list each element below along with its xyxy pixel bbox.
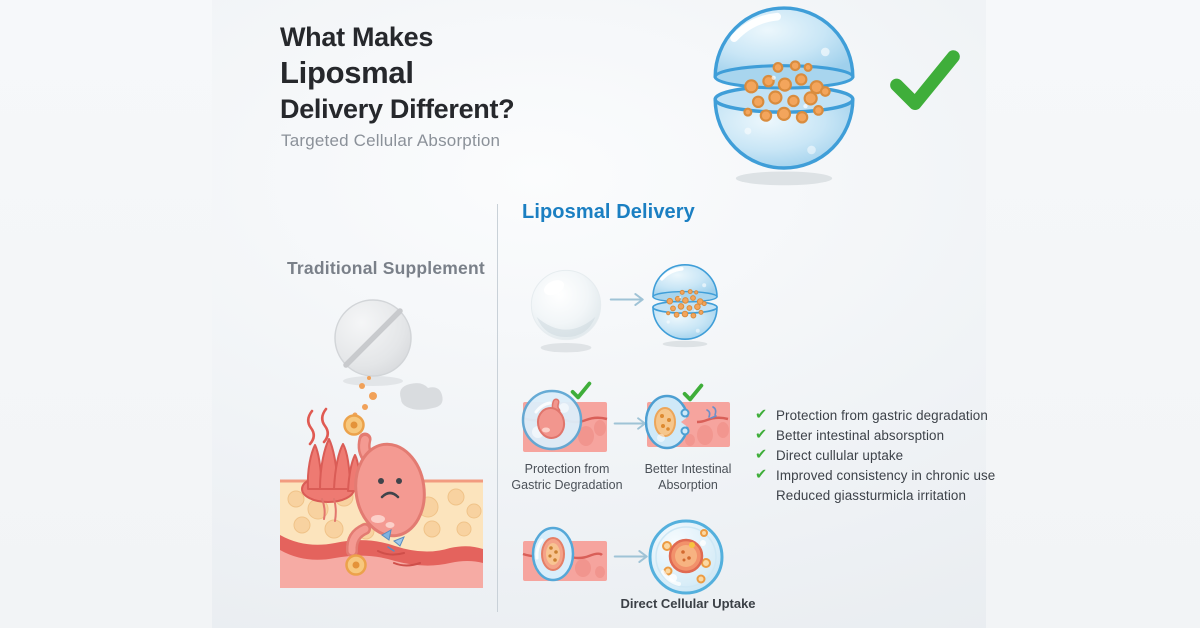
liposomal-heading: Liposmal Delivery <box>522 201 695 223</box>
check-icon <box>570 381 592 401</box>
benefit-label: Improved consistency in chronic use <box>776 467 996 483</box>
benefit-item: ✔ Direct cullular uptake <box>755 445 990 465</box>
traditional-supplement-illustration <box>280 299 483 588</box>
hero-liposome-illustration <box>698 2 870 187</box>
cellular-uptake-figure <box>522 526 607 582</box>
section-divider <box>497 204 498 612</box>
check-icon: ✔ <box>755 407 768 423</box>
check-icon: ✔ <box>755 427 768 443</box>
title-line-2: Liposmal <box>280 55 414 90</box>
benefit-item: ✔ Improved consistency in chronic use <box>755 465 995 485</box>
cell-illustration <box>648 519 724 595</box>
check-icon: ✔ <box>755 447 768 463</box>
title-line-1: What Makes <box>280 22 434 52</box>
intestinal-absorption-figure <box>645 394 730 450</box>
check-icon <box>888 48 962 116</box>
page-subtitle: Targeted Cellular Absorption <box>281 131 501 150</box>
benefit-item: ✔ Reduced giassturmicla irritation <box>755 485 990 505</box>
page-title: What Makes Liposmal Delivery Different? <box>280 20 515 126</box>
plain-sphere-illustration <box>526 265 606 353</box>
benefit-label: Direct cullular uptake <box>776 447 904 463</box>
traditional-heading: Traditional Supplement <box>287 258 485 278</box>
benefit-label: Better intestinal absorsption <box>776 427 945 443</box>
intestinal-absorption-label: Better Intestinal Absorption <box>644 462 732 492</box>
benefit-item: ✔ Better intestinal absorsption <box>755 425 990 445</box>
check-icon: ✔ <box>755 467 768 483</box>
benefit-label: Protection from gastric degradation <box>776 407 988 423</box>
arrow-right-icon <box>608 292 650 307</box>
gastric-protection-label: Protection from Gastric Degradation <box>511 462 623 492</box>
cellular-uptake-label: Direct Cellular Uptake <box>620 596 756 611</box>
check-icon <box>682 383 704 403</box>
benefit-item: ✔ Protection from gastric degradation <box>755 405 990 425</box>
benefit-label: Reduced giassturmicla irritation <box>776 487 967 503</box>
split-sphere-illustration <box>645 262 725 348</box>
benefits-list: ✔ Protection from gastric degradation ✔ … <box>755 405 995 505</box>
gastric-protection-figure <box>521 389 608 452</box>
title-line-3: Delivery Different? <box>280 94 515 124</box>
content-panel: What Makes Liposmal Delivery Different? … <box>212 0 995 628</box>
